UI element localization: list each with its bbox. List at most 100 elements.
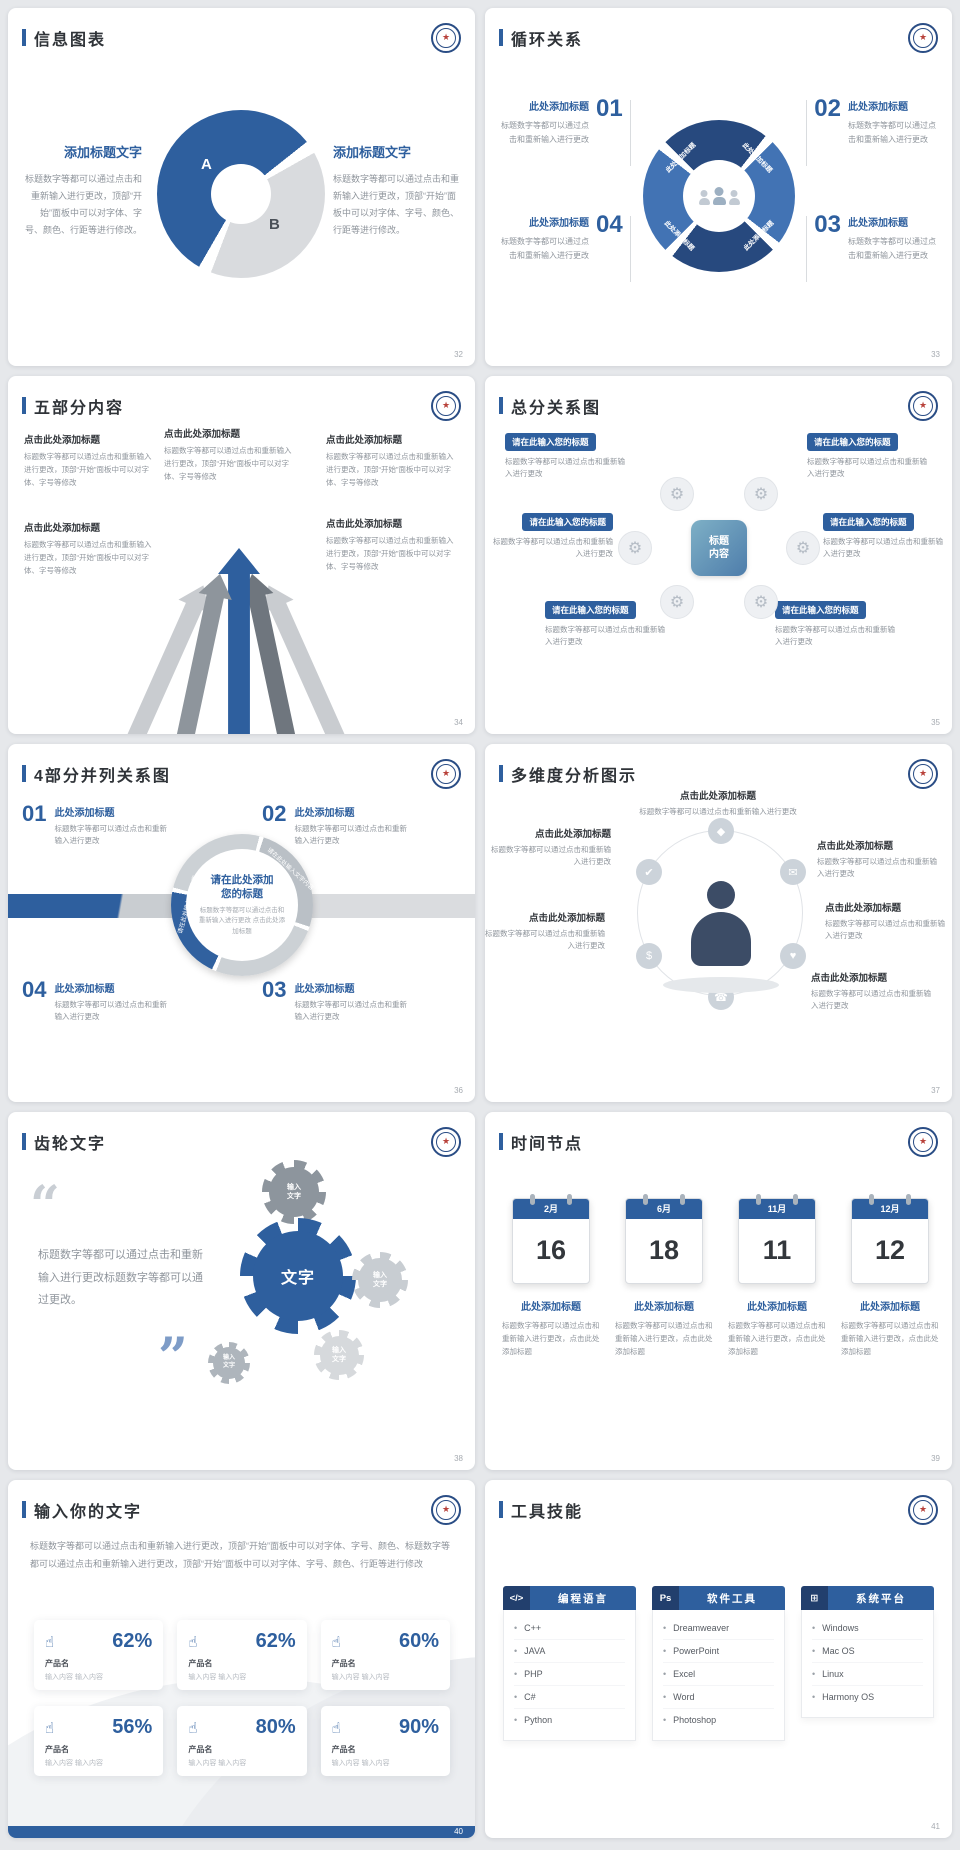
gear-icon: 输入文字 xyxy=(208,1342,250,1384)
slide-four-parts[interactable]: 4部分并列关系图 ★ 01 此处添加标题 标题数字等都可以通过点击和重新输入进行… xyxy=(8,744,475,1102)
school-emblem-icon: ★ xyxy=(431,22,461,53)
slide-five-parts[interactable]: 五部分内容 ★ 点击此处添加标题 标题数字等都可以通过点击和重新输入进行更改，顶… xyxy=(8,376,475,734)
slide-title: 工具技能 xyxy=(511,1503,584,1521)
arc-label: 此处添加标题 xyxy=(740,141,774,175)
bullet-icon: • xyxy=(514,1692,518,1702)
calendar-day: 12 xyxy=(874,1235,906,1265)
hand-pointer-icon: ☝ xyxy=(188,1633,198,1651)
block-heading: 此处添加标题 xyxy=(529,218,589,229)
slide-header: 信息图表 ★ xyxy=(8,8,475,54)
block-body: 标题数字等都可以通过点击和重新输入进行更改，顶部“开始”面板中可以对字体、字号、… xyxy=(24,174,142,236)
block-body: 标题数字等都可以通过点击和重新输入进行更改 xyxy=(807,457,927,479)
slide-body: 标题数字等都可以通过点击和重新输入进行更改，顶部“开始”面板中可以对字体、字号、… xyxy=(8,1528,475,1838)
slide-title: 4部分并列关系图 xyxy=(34,767,171,785)
item-block-03: 03 此处添加标题 标题数字等都可以通过点击和重新输入进行更改 xyxy=(806,213,942,282)
block-heading: 请在此输入您的标题 xyxy=(545,601,636,619)
block-heading: 此处添加标题 xyxy=(54,984,115,995)
skills-list: •Dreamweaver •PowerPoint •Excel •Word •P… xyxy=(652,1610,785,1741)
title-accent-bar xyxy=(22,29,26,46)
bullet-icon: • xyxy=(812,1669,816,1679)
text-block-left: 添加标题文字 标题数字等都可以通过点击和重新输入进行更改，顶部“开始”面板中可以… xyxy=(24,142,142,239)
slide-info-chart[interactable]: 信息图表 ★ 添加标题文字 标题数字等都可以通过点击和重新输入进行更改，顶部“开… xyxy=(8,8,475,366)
block-body: 标题数字等都可以通过点击和重新输入进行更改，顶部“开始”面板中可以对字体、字号等… xyxy=(326,452,454,487)
block-heading: 请在此输入您的标题 xyxy=(823,513,914,531)
block-body: 标题数字等都可以通过点击和重新输入进行更改，点击此处添加标题 xyxy=(615,1321,713,1357)
title-accent-bar xyxy=(22,1501,26,1518)
block-body: 标题数字等都可以通过点击和重新输入进行更改 xyxy=(848,237,936,260)
donut-label-b: B xyxy=(269,216,280,233)
page-number: 37 xyxy=(931,1086,940,1095)
star-icon: ★ xyxy=(918,32,928,42)
divider xyxy=(629,216,631,282)
product-name: 产品名 xyxy=(188,1745,213,1754)
slide-body: 请在此输入您的标题 标题数字等都可以通过点击和重新输入进行更改 请在此输入您的标… xyxy=(485,424,952,734)
timeline-column: 2月 16 此处添加标题 标题数字等都可以通过点击和重新输入进行更改，点击此处添… xyxy=(499,1194,603,1358)
bullet-icon: • xyxy=(663,1715,667,1725)
block-body: 标题数字等都可以通过点击和重新输入进行更改 xyxy=(501,121,589,144)
slide-multi-dimension[interactable]: 多维度分析图示 ★ 点击此处添加标题 标题数字等都可以通过点击和重新输入进行更改… xyxy=(485,744,952,1102)
block-body: 标题数字等都可以通过点击和重新输入进行更改，顶部“开始”面板中可以对字体、字号、… xyxy=(333,174,460,236)
product-sub: 输入内容 输入内容 xyxy=(45,1674,103,1681)
percent-value: 60% xyxy=(398,1630,439,1652)
list-item: •Excel xyxy=(663,1663,774,1686)
slide-gear-text[interactable]: 齿轮文字 ★ “ 标题数字等都可以通过点击和重新输入进行更改标题数字等都可以通过… xyxy=(8,1112,475,1470)
block-heading: 点击此处添加标题 xyxy=(817,841,894,852)
text-block: 点击此处添加标题 标题数字等都可以通过点击和重新输入进行更改，顶部“开始”面板中… xyxy=(326,516,456,573)
divider xyxy=(806,100,808,166)
star-icon: ★ xyxy=(441,1136,451,1146)
center-ring-diagram: 请在此处输入文字内容 请在此处输入文字内容 请在此处添加您的标题 标题数字等都可… xyxy=(171,834,314,976)
list-item: •Linux xyxy=(812,1663,923,1686)
page-number: 40 xyxy=(454,1827,463,1836)
block-heading: 点击此处添加标题 xyxy=(24,523,101,534)
stat-card: ☝80% 产品名 输入内容 输入内容 xyxy=(177,1706,307,1776)
block-heading: 此处添加标题 xyxy=(634,1302,694,1313)
arc-label: 此处添加标题 xyxy=(662,219,696,253)
bullet-icon: • xyxy=(663,1669,667,1679)
slide-enter-text[interactable]: 输入你的文字 ★ 标题数字等都可以通过点击和重新输入进行更改，顶部“开始”面板中… xyxy=(8,1480,475,1838)
block-heading: 请在此输入您的标题 xyxy=(775,601,866,619)
list-item: •PowerPoint xyxy=(663,1640,774,1663)
star-icon: ★ xyxy=(918,400,928,410)
school-emblem-icon: ★ xyxy=(908,22,938,53)
slide-timeline[interactable]: 时间节点 ★ 2月 16 此处添加标题 标题数字等都可以通过点击和重新输入进行更… xyxy=(485,1112,952,1470)
item-block-04: 04 此处添加标题 标题数字等都可以通过点击和重新输入进行更改 xyxy=(22,979,198,1024)
slide-header: 五部分内容 ★ xyxy=(8,376,475,422)
page-number: 34 xyxy=(454,718,463,727)
slide-title: 输入你的文字 xyxy=(34,1503,143,1521)
block-heading: 此处添加标题 xyxy=(848,218,908,229)
block-body: 标题数字等都可以通过点击和重新输入进行更改 xyxy=(294,824,407,846)
center-body: 标题数字等都可以通过点击和重新输入进行更改 点击此处添加标题 xyxy=(198,907,286,935)
businessman-silhouette-body xyxy=(691,912,751,966)
calendar-day: 11 xyxy=(762,1235,792,1265)
quote-open-icon: “ xyxy=(30,1175,60,1236)
calendar-icon: 12月 12 xyxy=(851,1194,929,1284)
block-heading: 请在此输入您的标题 xyxy=(807,433,898,451)
percent-value: 62% xyxy=(255,1630,296,1652)
slide-header: 工具技能 ★ xyxy=(485,1480,952,1526)
school-emblem-icon: ★ xyxy=(431,390,461,421)
list-item: •Photoshop xyxy=(663,1715,717,1725)
item-number: 01 xyxy=(22,801,47,826)
text-block: 点击此处添加标题 标题数字等都可以通过点击和重新输入进行更改，顶部“开始”面板中… xyxy=(24,432,154,489)
block-body: 标题数字等都可以通过点击和重新输入进行更改 xyxy=(817,857,937,879)
slide-cycle-relation[interactable]: 循环关系 ★ 此处添加标题 标题数字等都可以通过点击和重新输入进行更改 01 0… xyxy=(485,8,952,366)
block-heading: 点击此处添加标题 xyxy=(326,435,403,446)
block-heading: 添加标题文字 xyxy=(63,145,142,160)
block-body: 标题数字等都可以通过点击和重新输入进行更改，顶部“开始”面板中可以对字体、字号等… xyxy=(24,540,152,575)
slide-tool-skills[interactable]: 工具技能 ★ </> 编程语言 •C++ •JAVA •PHP •C# •Pyt… xyxy=(485,1480,952,1838)
slide-total-part-diagram[interactable]: 总分关系图 ★ 请在此输入您的标题 标题数字等都可以通过点击和重新输入进行更改 … xyxy=(485,376,952,734)
donut-chart: A B xyxy=(157,110,325,278)
percent-value: 80% xyxy=(255,1716,296,1738)
school-emblem-icon: ★ xyxy=(908,758,938,789)
gear-icon: ⚙ xyxy=(744,585,778,619)
block-heading: 点击此处添加标题 xyxy=(528,913,605,924)
block-body: 标题数字等都可以通过点击和重新输入进行更改 xyxy=(545,625,665,647)
star-icon: ★ xyxy=(441,768,451,778)
text-block: 点击此处添加标题 标题数字等都可以通过点击和重新输入进行更改 xyxy=(817,838,943,881)
title-accent-bar xyxy=(499,397,503,414)
slide-body: 01 此处添加标题 标题数字等都可以通过点击和重新输入进行更改 02 此处添加标… xyxy=(8,792,475,1102)
list-item: •C++ xyxy=(514,1617,625,1640)
block-heading: 点击此处添加标题 xyxy=(24,435,101,446)
percent-value: 62% xyxy=(112,1630,153,1652)
